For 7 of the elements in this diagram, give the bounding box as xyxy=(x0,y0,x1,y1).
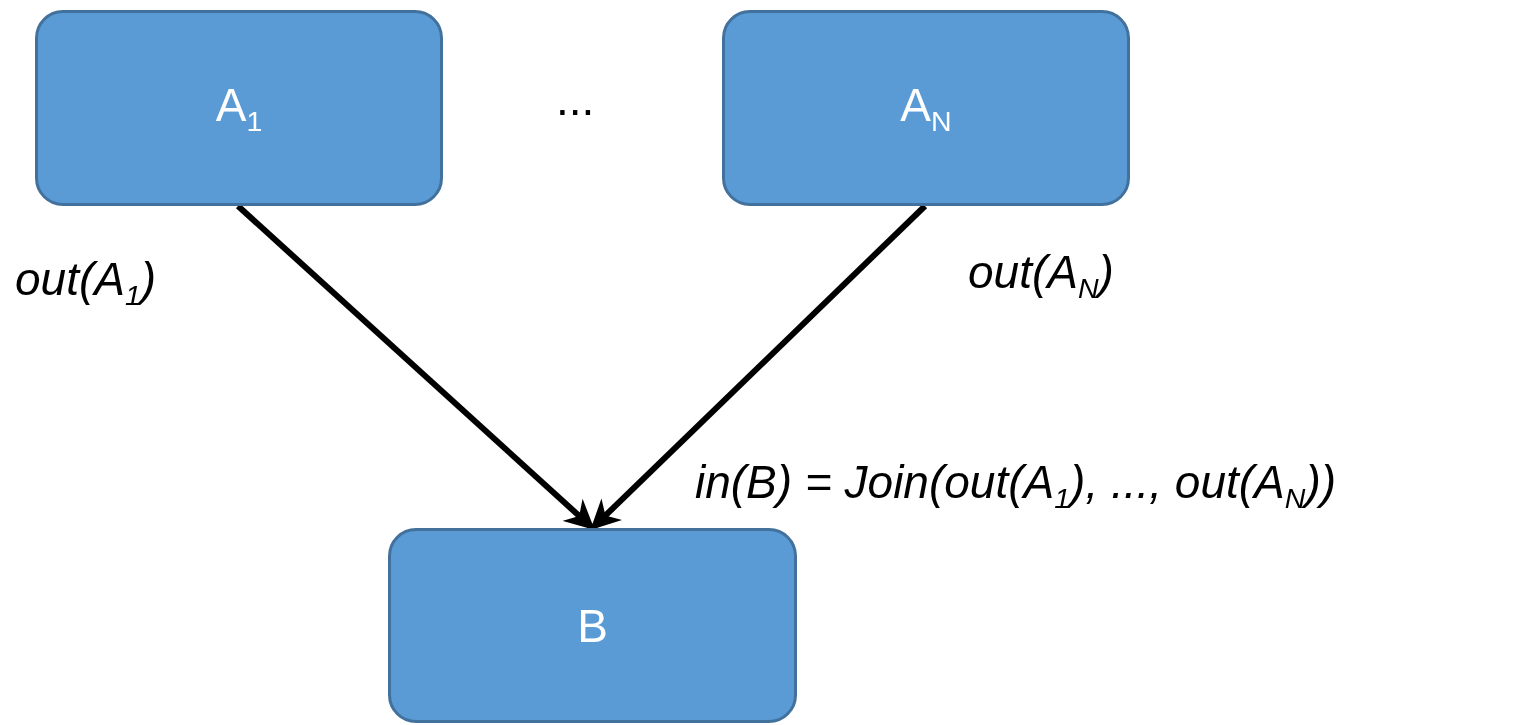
process-box: A$_{1}$ xyxy=(35,10,443,206)
edge-label: out(A$_{1}$) xyxy=(15,252,157,312)
formula-label: in(B) = Join(out(A$_{1}$), ..., out(A$_{N}$)) xyxy=(695,455,1337,515)
process-box: B xyxy=(388,528,797,723)
ellipsis-label: ... xyxy=(556,72,595,126)
process-box: A$_{N}$ xyxy=(722,10,1130,206)
edge-label: out(A$_{N}$) xyxy=(968,245,1114,305)
